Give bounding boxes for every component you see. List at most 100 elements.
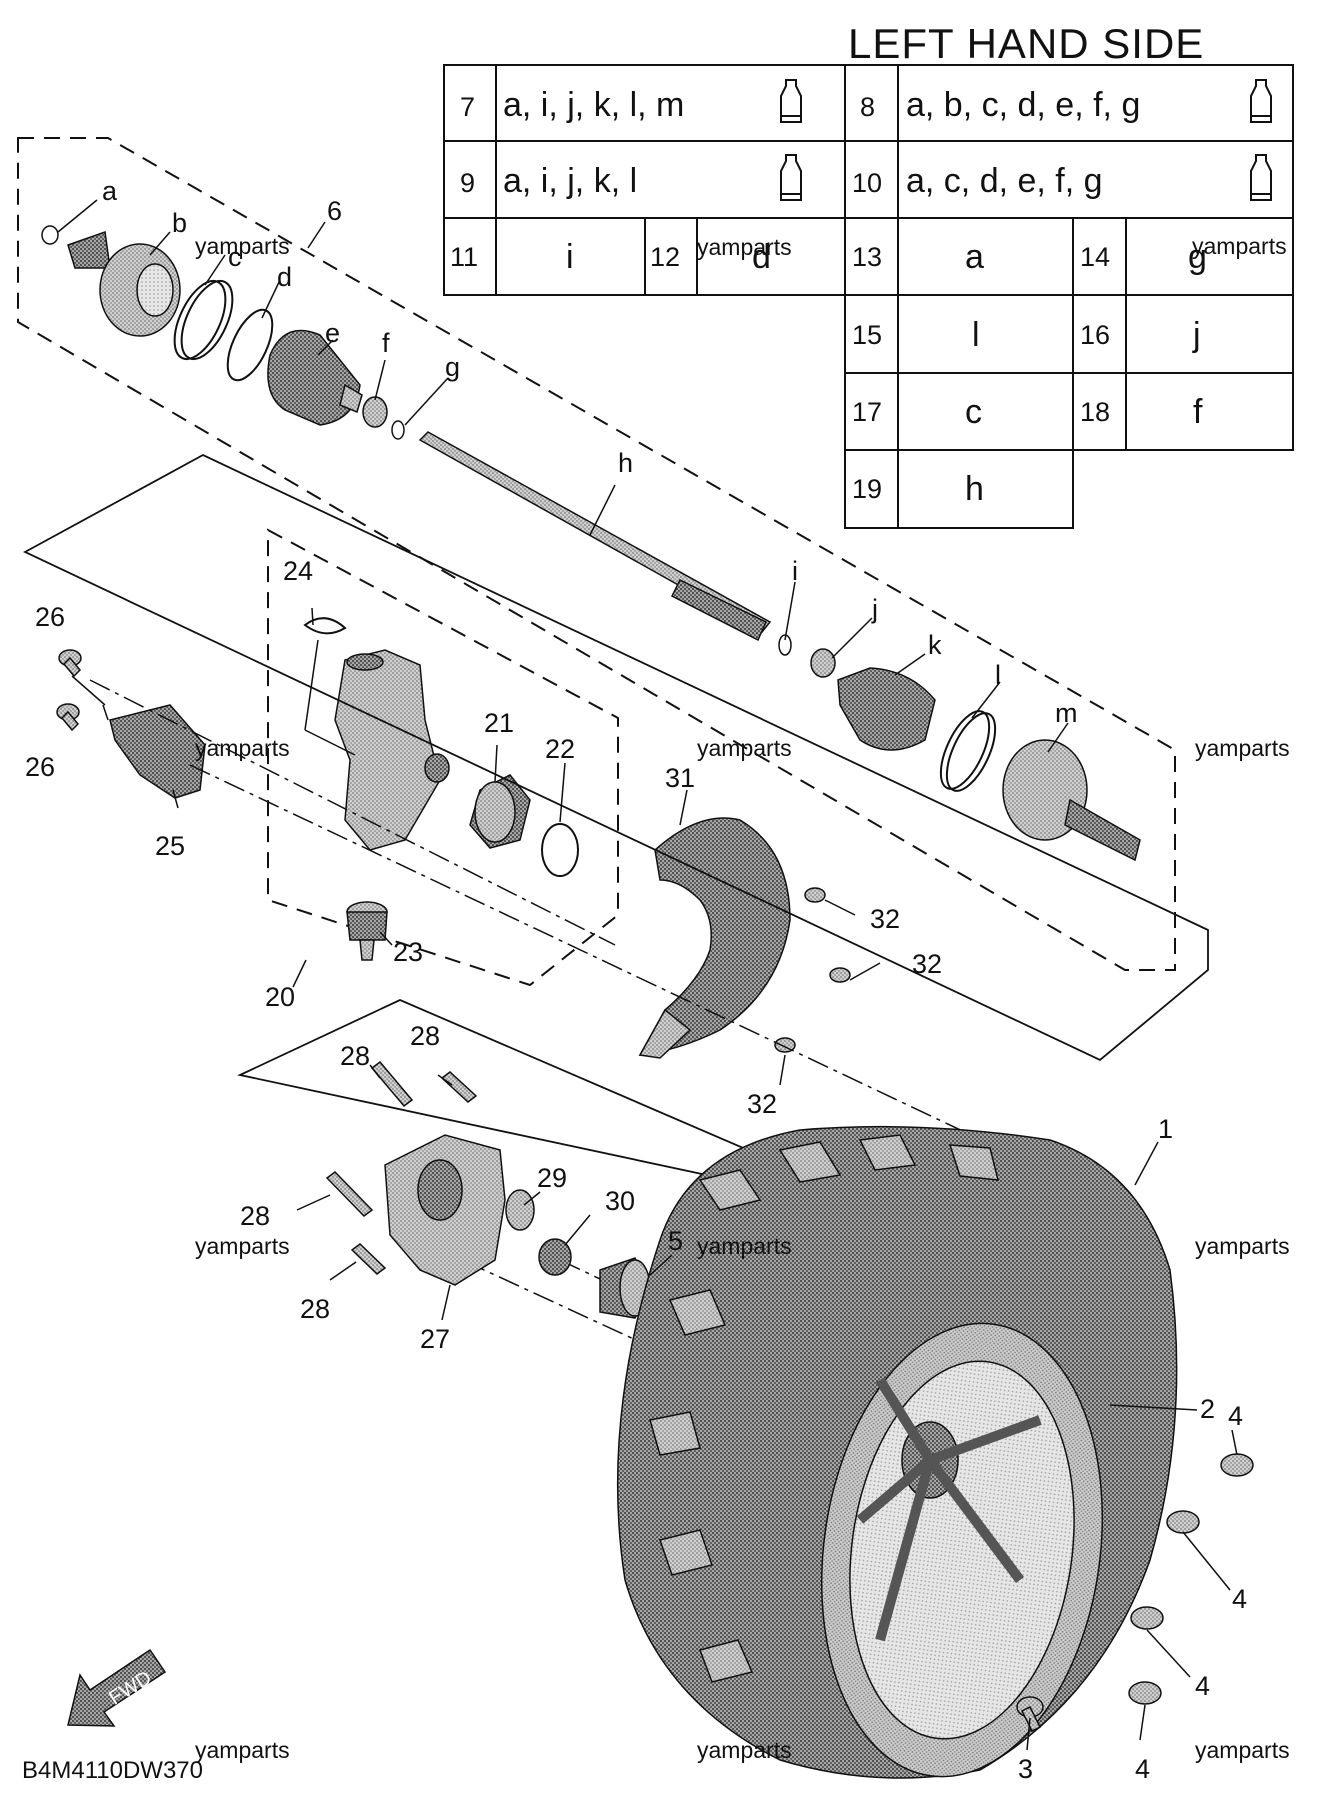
callout-25: 25 (155, 831, 185, 861)
callout-4b: 4 (1232, 1584, 1247, 1614)
steering-knuckle (334, 649, 450, 851)
kit-num-17: 17 (852, 397, 882, 427)
boot-e (267, 329, 363, 426)
kit-num-19: 19 (852, 474, 882, 504)
callout-20: 20 (265, 982, 295, 1012)
grease-tube-icon (780, 154, 802, 201)
callout-g: g (445, 352, 460, 382)
callout-f: f (382, 328, 390, 358)
cap-5 (599, 1257, 651, 1319)
callout-4a: 4 (1228, 1401, 1243, 1431)
callout-2: 2 (1200, 1394, 1215, 1424)
kit-parts-10: a, c, d, e, f, g (906, 162, 1103, 200)
kit-num-7: 7 (460, 92, 475, 122)
callout-b: b (172, 208, 187, 238)
bolt-26-upper (58, 649, 82, 678)
callout-1: 1 (1158, 1114, 1173, 1144)
callouts: a b c d e f g h i j k l m 1 2 3 4 4 4 4 … (25, 176, 1247, 1784)
watermark: yamparts (1195, 1737, 1290, 1763)
callout-30: 30 (605, 1186, 635, 1216)
boot-clamp-c (173, 280, 234, 360)
callout-21: 21 (484, 708, 514, 738)
callout-e: e (325, 318, 340, 348)
kit-num-16: 16 (1080, 320, 1110, 350)
bolt-26-lower (56, 703, 80, 732)
callout-28d: 28 (300, 1294, 330, 1324)
fwd-arrow-icon: FWD (67, 1648, 167, 1727)
callout-32b: 32 (912, 949, 942, 979)
cv-joint-inner-m (1002, 739, 1141, 862)
callout-31: 31 (665, 763, 695, 793)
knuckle-group-outline (267, 528, 619, 987)
kit-table (443, 64, 1294, 529)
boot-k (837, 667, 936, 751)
grease-tube-icon (1250, 154, 1272, 201)
callout-26b: 26 (25, 752, 55, 782)
callout-4c: 4 (1195, 1671, 1210, 1701)
callout-6: 6 (327, 196, 342, 226)
wheel-nut-4 (1128, 1453, 1254, 1705)
boot-clamp-l (939, 710, 997, 792)
grease-tube-icon (780, 79, 802, 123)
watermark: yamparts (697, 735, 792, 761)
ball-joint-23 (346, 901, 388, 961)
callout-28a: 28 (340, 1041, 370, 1071)
kit-num-12: 12 (650, 242, 680, 272)
kit-parts-12: d (752, 238, 771, 276)
kit-num-8: 8 (860, 92, 875, 122)
washer-29 (505, 1189, 535, 1231)
clip-g (391, 420, 405, 440)
watermarks: yamparts yamparts yamparts yamparts yamp… (195, 233, 1290, 1763)
kit-num-13: 13 (852, 242, 882, 272)
kit-num-11: 11 (450, 242, 478, 272)
clamp-j (810, 648, 836, 678)
watermark: yamparts (195, 233, 290, 259)
clamp-f (362, 396, 388, 428)
cv-joint-outer-b (41, 225, 181, 337)
kit-parts-17: c (965, 393, 982, 431)
callout-j: j (871, 594, 878, 624)
kit-parts-15: l (972, 316, 980, 354)
callout-27: 27 (420, 1324, 450, 1354)
valve-bolt-3 (1016, 1696, 1044, 1733)
kit-parts-18: f (1193, 393, 1203, 431)
watermark: yamparts (195, 1737, 290, 1763)
driveshaft-group-outline (17, 137, 1176, 971)
kit-parts-7: a, i, j, k, l, m (503, 86, 684, 124)
callout-4d: 4 (1135, 1754, 1150, 1784)
callout-d: d (277, 262, 292, 292)
clip-i (778, 634, 792, 656)
kit-parts-11: i (566, 238, 574, 276)
kit-parts-8: a, b, c, d, e, f, g (906, 86, 1140, 124)
callout-k: k (928, 630, 942, 660)
callout-22: 22 (545, 734, 575, 764)
callout-32a: 32 (870, 904, 900, 934)
callout-23: 23 (393, 937, 423, 967)
guard-plate-31 (638, 817, 791, 1059)
bolt-28 (325, 1060, 478, 1275)
drive-shaft-h (418, 431, 772, 642)
callout-29: 29 (537, 1163, 567, 1193)
watermark: yamparts (195, 735, 290, 761)
callout-i: i (792, 556, 798, 586)
callout-m: m (1055, 698, 1078, 728)
page-title: LEFT HAND SIDE (848, 20, 1204, 67)
tire-1 (616, 1125, 1178, 1779)
kit-parts-13: a (965, 238, 984, 276)
callout-c: c (228, 242, 242, 272)
kit-parts-14: g (1188, 238, 1207, 276)
watermark: yamparts (697, 234, 792, 260)
callout-28b: 28 (410, 1021, 440, 1051)
kit-num-9: 9 (460, 168, 475, 198)
hub-27 (384, 1134, 506, 1286)
nut-30 (538, 1238, 572, 1276)
watermark: yamparts (1195, 1233, 1290, 1259)
callout-32c: 32 (747, 1089, 777, 1119)
grease-tube-icon (1250, 79, 1272, 123)
kit-num-14: 14 (1080, 242, 1110, 272)
callout-3: 3 (1018, 1754, 1033, 1784)
kit-num-18: 18 (1080, 397, 1110, 427)
callout-28c: 28 (240, 1201, 270, 1231)
kit-table-text: 7 a, i, j, k, l, m 8 a, b, c, d, e, f, g… (450, 86, 1207, 508)
